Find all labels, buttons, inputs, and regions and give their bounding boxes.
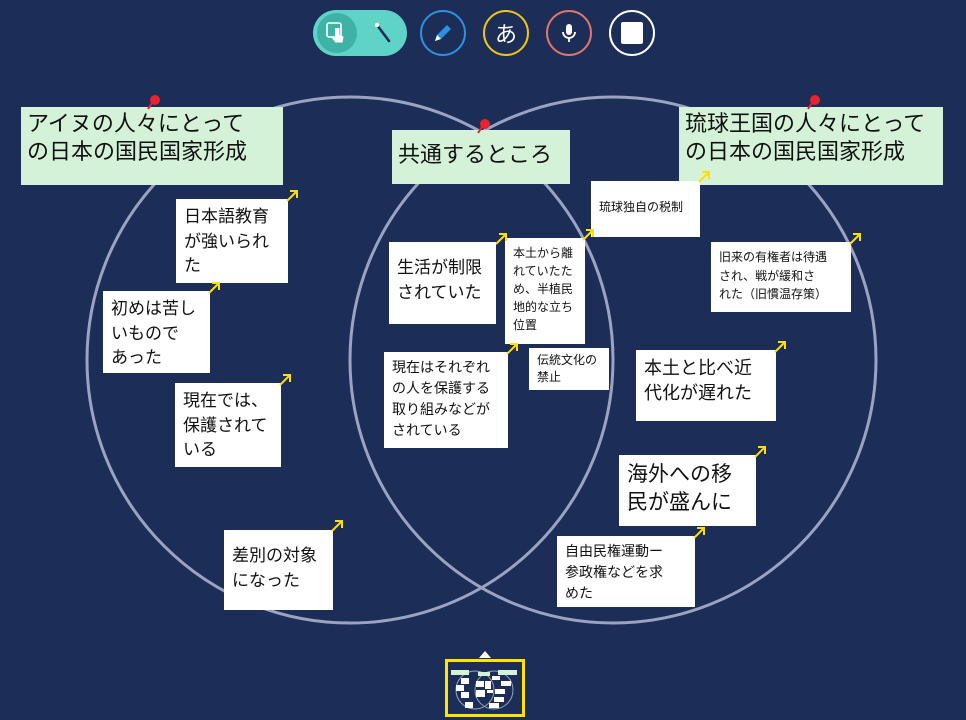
right-title[interactable]: 琉球王国の人々にとって の日本の国民国家形成 xyxy=(679,107,943,185)
card-protection-efforts[interactable]: 現在はそれぞれ の人を保護する 取り組みなどが されている xyxy=(384,352,508,448)
card-civil-rights[interactable]: 自由民権運動ー 参政権などを求 めた xyxy=(557,536,695,607)
square-card-icon xyxy=(621,22,643,44)
card-emigration[interactable]: 海外への移 民が盛んに xyxy=(619,455,756,526)
touch-hand-icon[interactable] xyxy=(317,13,357,53)
right-circle xyxy=(348,95,878,625)
card-hardship-first[interactable]: 初めは苦し いもので あった xyxy=(103,291,210,373)
voice-tool-button[interactable] xyxy=(546,10,592,56)
mode-toggle[interactable] xyxy=(313,10,407,56)
pen-tool-button[interactable] xyxy=(420,10,466,56)
text-tool-label: あ xyxy=(494,23,517,48)
card-life-restricted[interactable]: 生活が制限 されていた xyxy=(389,242,496,324)
center-title[interactable]: 共通するところ xyxy=(392,130,570,184)
card-discrimination[interactable]: 差別の対象 になった xyxy=(224,530,333,610)
pin-icon xyxy=(807,95,820,110)
card-ryukyu-tax[interactable]: 琉球独自の税制 xyxy=(591,181,700,237)
card-protected-now[interactable]: 現在では、 保護されて いる xyxy=(175,383,281,467)
card-japanese-education[interactable]: 日本語教育 が強いられ た xyxy=(176,199,288,283)
magic-wand-icon[interactable] xyxy=(363,13,403,53)
minimap-thumbnail[interactable] xyxy=(445,659,525,717)
pin-icon xyxy=(477,119,490,134)
card-semi-colonial[interactable]: 本土から離 れていたた め、半植民 地的な立ち 位置 xyxy=(505,238,585,344)
pencil-icon xyxy=(435,25,451,41)
card-culture-ban[interactable]: 伝統文化の 禁止 xyxy=(529,348,609,390)
card-modernization-late[interactable]: 本土と比べ近 代化が遅れた xyxy=(636,350,776,421)
card-tool-button[interactable] xyxy=(609,10,655,56)
minimap-preview xyxy=(451,670,517,710)
left-circle xyxy=(85,95,615,625)
microphone-icon xyxy=(562,24,576,42)
left-title[interactable]: アイヌの人々にとって の日本の国民国家形成 xyxy=(21,107,283,185)
pin-icon xyxy=(147,95,160,110)
minimap-caret-icon xyxy=(479,651,491,658)
text-tool-button[interactable]: あ xyxy=(483,10,529,56)
card-old-customs[interactable]: 旧来の有権者は待遇 され、戦が緩和さ れた（旧慣温存策） xyxy=(711,242,851,312)
